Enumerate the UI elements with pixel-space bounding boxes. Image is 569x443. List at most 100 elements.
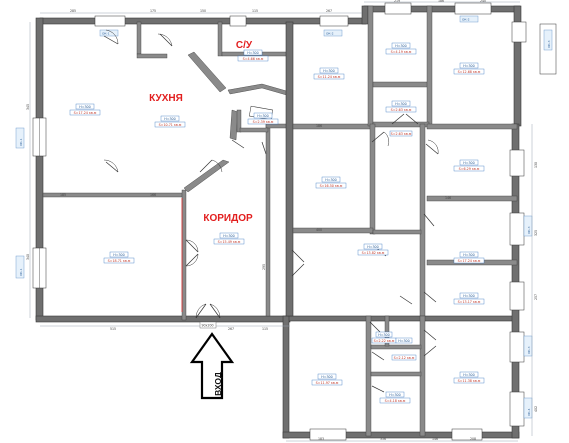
room-bathroom: С/У H=300 S=4.66 кв.м bbox=[236, 40, 269, 62]
window-tag: ОК-2 bbox=[326, 32, 334, 36]
kitchen-label: КУХНЯ bbox=[149, 93, 183, 104]
dim-label: 146 bbox=[432, 437, 438, 441]
room-top-small-b: H=300 S=2.63 кв.м bbox=[385, 100, 417, 113]
window-tag: ОК-1 bbox=[19, 268, 23, 276]
svg-text:H=300: H=300 bbox=[463, 161, 475, 165]
svg-text:S=11.24 кв.м: S=11.24 кв.м bbox=[318, 75, 341, 79]
window-bottom-1 bbox=[309, 428, 347, 441]
dim-label: 115 bbox=[252, 9, 258, 13]
svg-text:H=300: H=300 bbox=[79, 105, 91, 109]
window-bottom-2 bbox=[451, 428, 483, 441]
wall-annex-left bbox=[282, 315, 290, 439]
window-tag: ОК-3 bbox=[547, 40, 551, 48]
room-bottom-mid-a: H=300 S=2.22 кв.м bbox=[371, 331, 397, 344]
room-bottom-left: H=300 S=11.97 кв.м bbox=[311, 373, 343, 386]
svg-text:H=300: H=300 bbox=[378, 333, 390, 337]
window-east-6 bbox=[509, 391, 525, 427]
svg-text:S=17.24 кв.м: S=17.24 кв.м bbox=[74, 111, 97, 115]
room-top-right: H=300 S=12.68 кв.м bbox=[453, 62, 485, 75]
dimension-lines bbox=[29, 1, 533, 442]
window-tag: ОК-3 bbox=[527, 226, 531, 234]
doors bbox=[103, 29, 439, 393]
dim-label: 340 bbox=[26, 254, 30, 260]
bathroom-label: С/У bbox=[236, 40, 253, 51]
window-top-2 bbox=[229, 15, 247, 27]
svg-text:S=12.68 кв.м: S=12.68 кв.м bbox=[458, 70, 481, 74]
svg-text:S=2.63 кв.м: S=2.63 кв.м bbox=[391, 132, 412, 136]
svg-text:S=15.49 кв.м: S=15.49 кв.м bbox=[218, 240, 241, 244]
wall-top-left bbox=[39, 17, 367, 25]
svg-text:S=6.29 кв.м: S=6.29 кв.м bbox=[459, 167, 480, 171]
svg-text:S=17.24 кв.м: S=17.24 кв.м bbox=[458, 259, 481, 263]
dim-label: 146 bbox=[445, 196, 451, 200]
svg-text:H=300: H=300 bbox=[395, 102, 407, 106]
svg-text:S=11.97 кв.м: S=11.97 кв.м bbox=[316, 381, 339, 385]
room-top-mid: H=300 S=11.24 кв.м bbox=[313, 67, 345, 80]
window-top-4 bbox=[384, 2, 412, 15]
svg-text:S=18.71 кв.м: S=18.71 кв.м bbox=[108, 259, 131, 263]
svg-text:S=11.38 кв.м: S=11.38 кв.м bbox=[458, 379, 481, 383]
room-lobby: S=2.63 кв.м bbox=[389, 130, 413, 137]
svg-text:H=300: H=300 bbox=[463, 294, 475, 298]
window-top-1 bbox=[94, 15, 126, 27]
room-hall-nook: H=300 S=2.39 кв.м bbox=[247, 112, 279, 125]
door-leaf bbox=[105, 161, 119, 173]
svg-text:H=300: H=300 bbox=[223, 234, 235, 238]
room-center-upper: H=300 S=16.50 кв.м bbox=[315, 176, 347, 189]
windows bbox=[32, 2, 557, 441]
window-top-3 bbox=[319, 15, 349, 27]
room-tags: H=300 S=17.24 кв.м КУХНЯ H=300 S=10.71 к… bbox=[69, 40, 485, 404]
dimension-labels: 285 175 150 115 267 219 186 240 515 267 … bbox=[26, 0, 538, 441]
svg-text:H=300: H=300 bbox=[398, 339, 410, 343]
svg-text:H=300: H=300 bbox=[367, 245, 379, 249]
room-bottom-right: H=300 S=11.38 кв.м bbox=[453, 371, 485, 384]
window-east-4 bbox=[509, 281, 525, 311]
svg-text:H=300: H=300 bbox=[257, 114, 269, 118]
svg-text:H=300: H=300 bbox=[463, 253, 475, 257]
svg-text:H=300: H=300 bbox=[463, 373, 475, 377]
wall-center-spine bbox=[285, 21, 294, 317]
corridor-label: КОРИДОР bbox=[203, 213, 253, 224]
room-west-upper: H=300 S=17.24 кв.м bbox=[69, 103, 101, 116]
dim-label: 402 bbox=[534, 406, 538, 412]
dim-label: 186 bbox=[438, 0, 444, 3]
svg-text:S=16.50 кв.м: S=16.50 кв.м bbox=[320, 184, 343, 188]
window-east-5 bbox=[509, 331, 525, 363]
svg-text:H=300: H=300 bbox=[321, 375, 333, 379]
svg-text:H=300: H=300 bbox=[113, 253, 125, 257]
room-bottom-mid-b: H=300 S=2.12 кв.м bbox=[391, 337, 417, 361]
svg-text:S=4.66 кв.м: S=4.66 кв.м bbox=[243, 57, 264, 61]
window-tags: ОК-1 ОК-1 ОК-1 ОК-2 ОК-2 ОК-3 ОК-3 ОК-3 … bbox=[15, 15, 553, 419]
dim-label: 267 bbox=[228, 327, 234, 331]
svg-text:H=300: H=300 bbox=[323, 69, 335, 73]
window-east-1 bbox=[511, 21, 527, 43]
entry-arrow-icon bbox=[189, 332, 235, 400]
svg-text:S=4.18 кв.м: S=4.18 кв.м bbox=[385, 399, 406, 403]
dim-label-door: 90x200 bbox=[202, 324, 214, 328]
dim-label: 400 bbox=[316, 228, 322, 232]
dim-label: 285 bbox=[70, 9, 76, 13]
svg-text:H=300: H=300 bbox=[389, 393, 401, 397]
dim-label: 240 bbox=[480, 0, 486, 3]
window-tag: ОК-2 bbox=[462, 18, 470, 22]
window-east-2 bbox=[509, 149, 525, 177]
wall-bottom-left bbox=[35, 315, 291, 323]
room-bottom-mid-c: H=300 S=4.18 кв.м bbox=[379, 391, 411, 404]
svg-text:H=300: H=300 bbox=[164, 117, 176, 121]
wall-bottom-mid bbox=[285, 315, 519, 322]
dim-label: 183 bbox=[318, 437, 324, 441]
window-east-3 bbox=[509, 212, 525, 246]
wall-top-step bbox=[361, 5, 369, 25]
room-right-lower: H=300 S=13.17 кв.м bbox=[453, 292, 485, 305]
dim-label: 166 bbox=[150, 193, 156, 197]
svg-text:S=13.17 кв.м: S=13.17 кв.м bbox=[458, 300, 481, 304]
dim-label: 515 bbox=[110, 327, 116, 331]
dim-label: 150 bbox=[200, 9, 206, 13]
svg-text:S=13.82 кв.м: S=13.82 кв.м bbox=[362, 251, 385, 255]
svg-text:S=2.63 кв.м: S=2.63 кв.м bbox=[391, 108, 412, 112]
room-right-mid: H=300 S=17.24 кв.м bbox=[453, 251, 485, 264]
svg-text:S=2.12 кв.м: S=2.12 кв.м bbox=[394, 356, 415, 360]
room-right-upper: H=300 S=6.29 кв.м bbox=[453, 159, 485, 172]
dim-label: 208 bbox=[470, 437, 476, 441]
